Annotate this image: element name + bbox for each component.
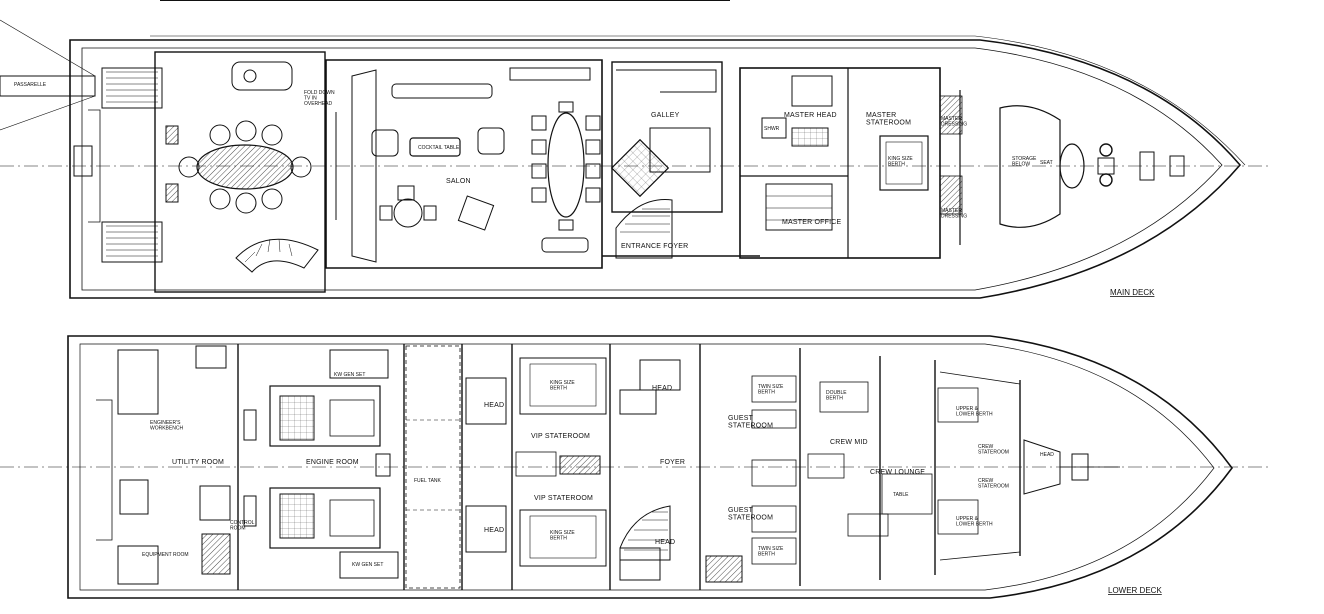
room-label-head-5: HEAD (1040, 452, 1054, 458)
room-label-utility-room: UTILITY ROOM (172, 459, 224, 466)
room-label-foyer: FOYER (660, 459, 685, 466)
room-label-head-2: HEAD (484, 527, 504, 534)
room-label-vip-stateroom-stbd: VIP STATEROOM (534, 495, 593, 502)
fixture-label-fuel-tank: FUEL TANK (414, 478, 442, 484)
fixture-label-upper-lower-berth-1: UPPER &LOWER BERTH (956, 406, 993, 418)
salon-outline (325, 59, 603, 269)
fixture-label-upper-lower-berth-2: UPPER &LOWER BERTH (956, 516, 993, 528)
lower-deck-labels: LOWER DECK UTILITY ROOM ENGINE ROOM VIP … (142, 372, 1162, 595)
room-label-salon: SALON (446, 178, 471, 185)
room-label-crew-mid: CREW MID (830, 439, 868, 446)
fixture-label-kw-gen-set-1: KW GEN SET (334, 372, 365, 378)
room-label-master-head: MASTER HEAD (784, 112, 837, 119)
room-label-master-office: MASTER OFFICE (782, 219, 842, 226)
room-label-head-3: HEAD (652, 385, 672, 392)
fixture-label-equipment-room: EQUIPMENT ROOM (142, 552, 189, 558)
room-label-entrance-foyer: ENTRANCE FOYER (621, 243, 688, 250)
fixture-label-table: TABLE (893, 492, 909, 498)
galley-outline (611, 61, 723, 213)
engine-port (269, 385, 381, 447)
room-label-crew-lounge: CREW LOUNGE (870, 469, 925, 476)
main-deck-hull (69, 39, 1242, 299)
engine-stbd (269, 487, 381, 549)
room-label-head-1: HEAD (484, 402, 504, 409)
fixture-label-kw-gen-set-2: KW GEN SET (352, 562, 383, 568)
room-label-head-4: HEAD (655, 539, 675, 546)
lower-deck-hull (67, 335, 1233, 599)
fixture-label-cocktail-table: COCKTAIL TABLE (418, 145, 460, 151)
fixture-label-passarelle: PASSARELLE (14, 82, 47, 88)
room-label-galley: GALLEY (651, 112, 680, 119)
room-label-vip-stateroom-port: VIP STATEROOM (531, 433, 590, 440)
room-label-seat: SEAT (1040, 160, 1053, 166)
lower-deck (0, 335, 1270, 599)
fixture-label-shower: SHWR (764, 126, 780, 132)
main-deck-labels: MAIN DECK SALON GALLEY MASTER HEAD MASTE… (14, 82, 1155, 297)
deck-title-main: MAIN DECK (1110, 288, 1155, 297)
deck-title-lower: LOWER DECK (1108, 586, 1162, 595)
main-deck (0, 0, 1270, 299)
room-label-engine-room: ENGINE ROOM (306, 459, 359, 466)
